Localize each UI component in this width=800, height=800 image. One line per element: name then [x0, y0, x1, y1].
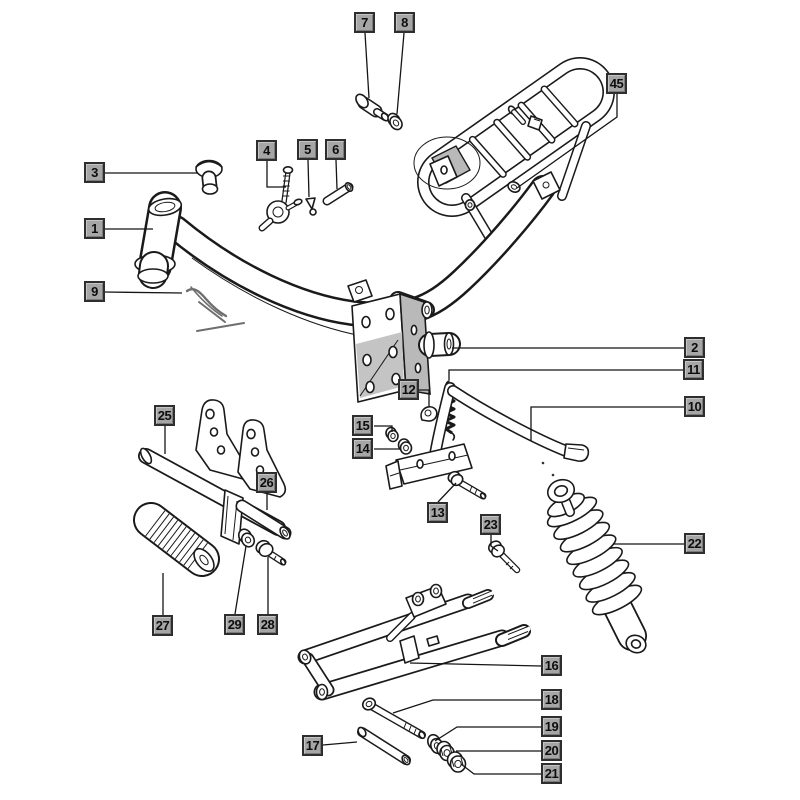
bolt-13-drawing: [447, 470, 487, 500]
swingarm-drawing: [297, 583, 531, 701]
shock-absorber-drawing: [546, 478, 647, 654]
bolt-18-drawing: [361, 697, 426, 740]
center-stand-drawing: [385, 382, 590, 490]
part-callout-2[interactable]: 2: [684, 337, 705, 358]
spacer-tube-6-drawing: [322, 182, 354, 206]
part-callout-25[interactable]: 25: [154, 405, 175, 426]
part-callout-23[interactable]: 23: [480, 514, 501, 535]
part-callout-7[interactable]: 7: [354, 12, 375, 33]
engine-bracket-drawing: [347, 279, 435, 403]
decal-drawing: [185, 286, 245, 332]
leader-lines: [103, 32, 684, 775]
footrest-rod-26-drawing: [235, 499, 292, 540]
part-callout-16[interactable]: 16: [541, 655, 562, 676]
cable-end-5-drawing: [305, 197, 317, 216]
part-callout-28[interactable]: 28: [257, 614, 278, 635]
part-callout-11[interactable]: 11: [683, 359, 704, 380]
part-callout-3[interactable]: 3: [84, 162, 105, 183]
frame-drawing: [134, 171, 561, 341]
part-callout-15[interactable]: 15: [352, 415, 373, 436]
plug-3-drawing: [195, 159, 223, 195]
spacer-tube-17-drawing: [357, 726, 411, 766]
nut-21-drawing: [446, 751, 467, 773]
nut-15-drawing: [385, 426, 399, 443]
part-callout-17[interactable]: 17: [302, 735, 323, 756]
washer-29-drawing: [237, 528, 256, 548]
part-callout-29[interactable]: 29: [224, 614, 245, 635]
washer-45-drawing: [507, 181, 521, 193]
part-callout-21[interactable]: 21: [541, 763, 562, 784]
part-callout-10[interactable]: 10: [684, 396, 705, 417]
part-callout-12[interactable]: 12: [398, 379, 419, 400]
part-callout-22[interactable]: 22: [684, 533, 705, 554]
nut-14-drawing: [397, 438, 413, 455]
part-callout-8[interactable]: 8: [394, 12, 415, 33]
part-callout-27[interactable]: 27: [152, 615, 173, 636]
part-callout-6[interactable]: 6: [325, 139, 346, 160]
part-callout-4[interactable]: 4: [256, 140, 277, 161]
part-callout-13[interactable]: 13: [427, 502, 448, 523]
part-callout-20[interactable]: 20: [541, 740, 562, 761]
part-callout-1[interactable]: 1: [84, 218, 105, 239]
footrest-grip-27-drawing: [133, 502, 220, 577]
bolt-28-drawing: [255, 539, 287, 566]
bolt-7-drawing: [355, 93, 390, 122]
part-callout-5[interactable]: 5: [297, 139, 318, 160]
part-callout-14[interactable]: 14: [352, 438, 373, 459]
washer-8-drawing: [387, 112, 403, 131]
fuel-tap-drawing: [258, 166, 303, 232]
part-callout-9[interactable]: 9: [84, 281, 105, 302]
spring-hook-12-drawing: [420, 405, 438, 422]
part-callout-45[interactable]: 45: [606, 73, 627, 94]
part-callout-19[interactable]: 19: [541, 716, 562, 737]
part-callout-18[interactable]: 18: [541, 689, 562, 710]
part-callout-26[interactable]: 26: [256, 472, 277, 493]
bushing-2-drawing: [418, 331, 461, 359]
